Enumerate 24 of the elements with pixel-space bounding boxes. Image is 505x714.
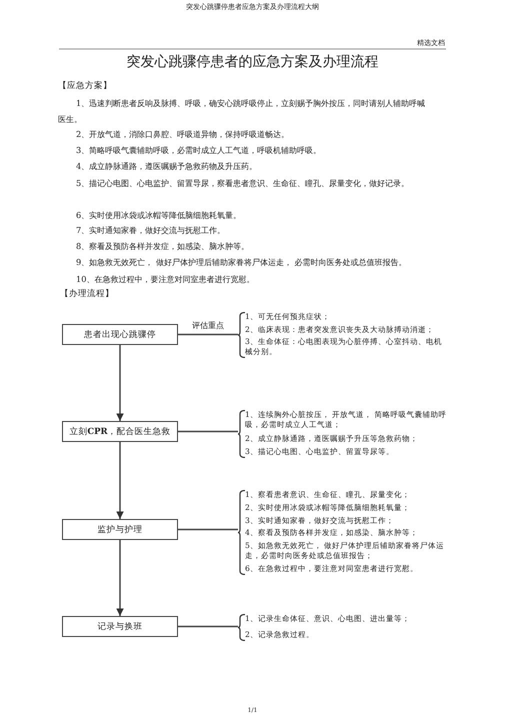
arrow (116, 442, 124, 519)
connector-line (178, 430, 238, 432)
plan-item: 2、开放气道，消除口鼻腔、呼吸道异物，保持呼吸道畅达。 (75, 128, 290, 141)
section-heading: 【办理流程】 (60, 288, 115, 301)
plan-item: 1、迅速判断患者反响及脉搏、呼吸，确安心跳呼吸停止，立刻赐予胸外按压，同时请别人辅助呼喊医生。 (58, 97, 426, 126)
plan-item: 7、实时通知家眷，做好交流与抚慰工作。 (75, 224, 226, 237)
process-box: 立刻CPR，配合医生急救 (62, 421, 178, 442)
connector-line (178, 334, 238, 336)
arrow (116, 540, 124, 616)
plan-item: 3、简略呼吸气囊辅助呼吸，必需时成立人工气道，呼吸机辅助呼吸。 (75, 144, 322, 157)
plan-item: 8、察看及预防各样并发症，如感染、脑水肿等。 (75, 240, 250, 253)
arrow (116, 345, 124, 421)
process-box: 患者出现心跳骤停 (62, 324, 178, 345)
connector-line (178, 528, 238, 530)
plan-item: 10、在急救过程中，要注意对同室患者进行宽慰。 (75, 273, 256, 286)
title: 突发心跳骤停患者的应急方案及办理流程 (126, 53, 380, 71)
plan-item: 9、如急救无效死亡， 做好尸体护理后辅助家眷将尸体运走， 必需时向医务处或总值班报告。 (75, 256, 408, 269)
plan-item: 6、实时使用冰袋或冰帽等降低脑细胞耗氧量。 (75, 209, 242, 222)
process-box: 记录与换班 (62, 616, 178, 637)
process-box: 监护与护理 (62, 519, 178, 540)
connector-line (178, 626, 238, 628)
plan-item: 5、描记心电图、心电监护、留置导尿，察看患者意识、生命征、瞳孔、尿量变化，做好记录。 (75, 177, 410, 190)
section-heading: 【应急方案】 (58, 80, 113, 93)
plan-item: 4、成立静脉通路，遵医嘱赐予急救药物及升压药。 (75, 160, 258, 173)
